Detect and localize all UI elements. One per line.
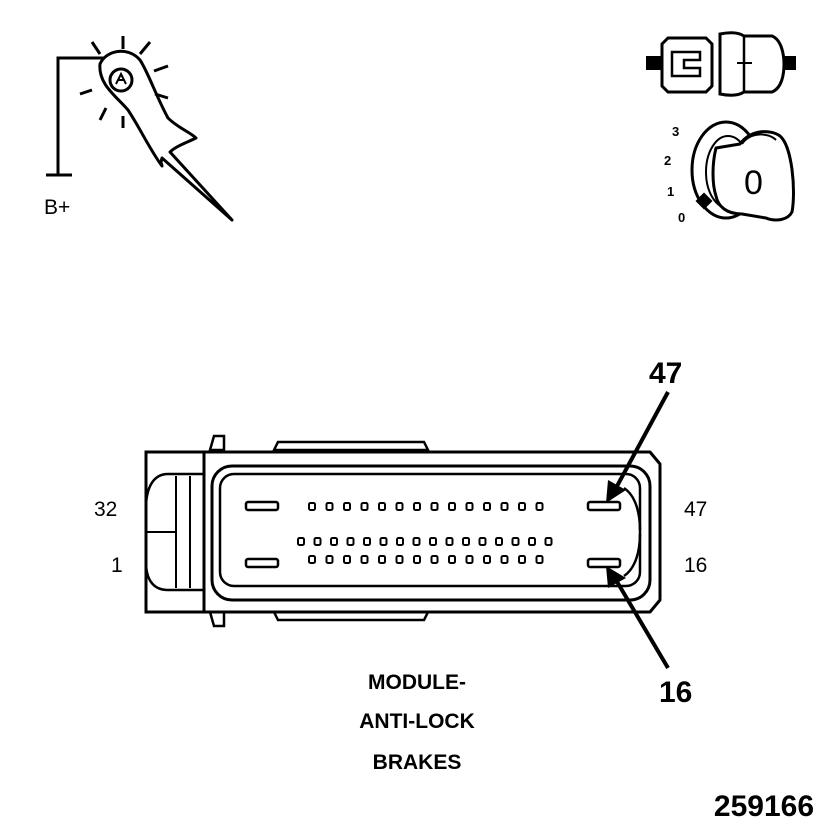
- pin-cavity: [412, 537, 421, 546]
- connector-latch: [670, 50, 702, 78]
- wire-stub-left: [646, 56, 662, 70]
- b-plus-label: B+: [44, 196, 70, 219]
- terminal-1-power: [244, 557, 280, 569]
- key-position-label: 0: [744, 164, 763, 202]
- pin-label-32: 32: [94, 498, 117, 521]
- terminal-16: [586, 557, 622, 569]
- pin-cavity: [535, 555, 544, 564]
- key-head: [711, 130, 795, 222]
- pin-cavity: [363, 537, 371, 546]
- ignition-switch-icon: 3 2 1 0 0: [664, 120, 795, 225]
- probe-wire: [56, 56, 110, 175]
- probe-filament: [115, 71, 127, 85]
- pin-cavity: [343, 555, 351, 564]
- pin-row-bottom: [308, 555, 544, 564]
- module-title-line-3: BRAKES: [373, 751, 462, 774]
- pin-label-47-right: 47: [684, 498, 707, 521]
- pin-cavity: [500, 502, 509, 511]
- ignition-position-0: 0: [678, 210, 685, 225]
- pin-row-middle: [297, 537, 553, 546]
- arrowhead-16-icon: [606, 566, 626, 588]
- pin-cavity: [330, 537, 338, 546]
- pin-cavity: [396, 537, 404, 546]
- pin-cavity: [462, 537, 470, 546]
- pin-label-16-right: 16: [684, 554, 707, 577]
- connector-shroud: [210, 464, 652, 602]
- disconnected-connector-icon: [646, 31, 796, 97]
- pin-cavity: [518, 555, 526, 564]
- pin-cavity: [465, 502, 474, 511]
- face-keyway-bottom: [623, 533, 642, 578]
- callout-arrow-16: [606, 566, 670, 670]
- callout-arrow-47: [606, 391, 670, 503]
- key-bow-edge: [741, 133, 777, 145]
- figure-number: 259166: [714, 790, 814, 823]
- callout-label-16: 16: [659, 676, 692, 709]
- pin-cavity: [500, 555, 509, 564]
- pin-cavity: [413, 502, 421, 511]
- arrowhead-47-icon: [606, 480, 626, 503]
- test-light-probe-icon: B+: [44, 36, 234, 222]
- pin-cavity: [325, 502, 334, 511]
- pin-cavity: [378, 502, 386, 511]
- callout-line-16: [614, 578, 670, 670]
- pin-cavity: [528, 537, 536, 546]
- probe-body: [98, 49, 234, 222]
- pin-cavity: [429, 537, 437, 546]
- connector-male-half: [660, 36, 714, 94]
- pin-cavity: [518, 502, 526, 511]
- pin-cavity: [430, 502, 439, 511]
- face-keyway-top: [623, 486, 642, 531]
- pin-cavity: [495, 537, 503, 546]
- pin-cavity: [465, 555, 474, 564]
- ignition-marker: [695, 192, 713, 210]
- ignition-position-1: 1: [667, 184, 674, 199]
- pin-row-top: [308, 502, 544, 511]
- pin-cavity: [448, 502, 456, 511]
- ignition-position-2: 2: [664, 153, 671, 168]
- pin-cavity: [413, 555, 421, 564]
- pin-cavity: [360, 555, 369, 564]
- pin-cavity: [308, 555, 316, 564]
- housing-tab-top-left: [208, 434, 226, 452]
- housing-tab-bottom-left: [208, 610, 226, 628]
- pin-cavity: [544, 537, 553, 546]
- pin-cavity: [478, 537, 487, 546]
- pin-cavity: [360, 502, 369, 511]
- terminal-47: [586, 500, 622, 512]
- light-rays-icon: [79, 36, 169, 128]
- pin-cavity: [308, 502, 316, 511]
- pin-cavity: [448, 555, 456, 564]
- terminal-32-power: [244, 500, 280, 512]
- pin-cavity: [483, 555, 491, 564]
- pin-cavity: [378, 555, 386, 564]
- pin-cavity: [395, 555, 404, 564]
- pin-cavity: [511, 537, 520, 546]
- module-title-line-1: MODULE-: [368, 671, 466, 694]
- pin-cavity: [445, 537, 454, 546]
- pin-cavity: [535, 502, 544, 511]
- pin-cavity: [346, 537, 355, 546]
- pin-label-1: 1: [111, 554, 123, 577]
- pin-cavity: [483, 502, 491, 511]
- callout-line-47: [614, 391, 670, 489]
- housing-rail-top: [271, 440, 431, 452]
- pin-cavity: [343, 502, 351, 511]
- pin-cavity: [430, 555, 439, 564]
- pin-cavity: [313, 537, 322, 546]
- pin-cavity: [395, 502, 404, 511]
- pin-cavity: [325, 555, 334, 564]
- pin-cavity: [297, 537, 305, 546]
- callout-label-47: 47: [649, 357, 682, 390]
- cap-bulge: [144, 472, 208, 592]
- abs-module-connector: [144, 434, 662, 628]
- module-title-line-2: ANTI-LOCK: [359, 710, 474, 733]
- pin-cavity: [379, 537, 388, 546]
- ignition-position-3: 3: [672, 124, 679, 139]
